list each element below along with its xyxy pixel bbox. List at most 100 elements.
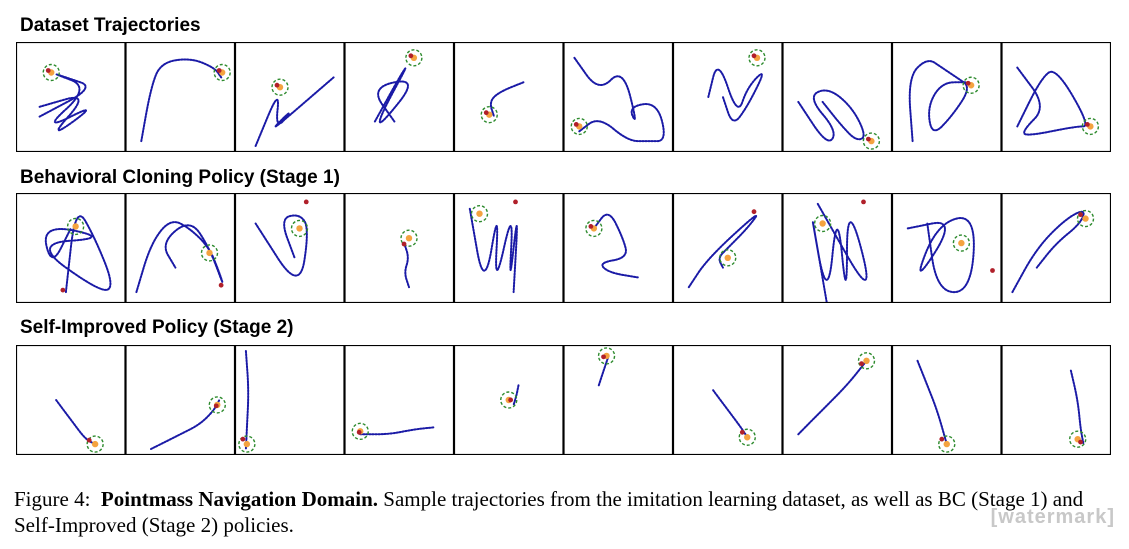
- panel-frame: [234, 42, 345, 152]
- goal-marker: [958, 239, 965, 247]
- trajectory-panel: [782, 42, 893, 152]
- trajectory-line-core: [812, 203, 868, 302]
- panel-frame: [782, 42, 893, 152]
- trajectory-line-core: [255, 214, 308, 277]
- panel-frame: [563, 42, 674, 152]
- panel-frame: [16, 345, 126, 455]
- trajectory-panel: [891, 345, 1002, 455]
- trajectory-panel: [453, 42, 564, 152]
- panel-frame: [782, 193, 893, 303]
- goal-marker: [243, 440, 251, 448]
- trajectory-line-core: [907, 217, 975, 293]
- start-marker: [45, 68, 51, 73]
- trajectory-line-core: [593, 214, 638, 279]
- trajectory-panels-dataset: [16, 42, 1111, 152]
- panel-frame: [234, 193, 345, 303]
- trajectory-panel: [453, 345, 564, 455]
- start-marker: [990, 268, 995, 273]
- goal-marker: [405, 235, 413, 242]
- panel-frame: [125, 345, 236, 455]
- start-marker: [513, 199, 518, 205]
- panel-frame: [344, 345, 455, 455]
- start-marker: [60, 287, 66, 293]
- start-marker: [939, 436, 945, 442]
- goal-marker: [296, 225, 303, 232]
- row-title-bc: Behavioral Cloning Policy (Stage 1): [20, 167, 340, 188]
- panel-frame: [1001, 345, 1111, 455]
- grid-bc-policy: [16, 193, 1111, 303]
- start-marker: [408, 53, 414, 59]
- goal-ring: [952, 234, 971, 252]
- goal-marker: [91, 440, 99, 448]
- goal-ring: [480, 105, 498, 124]
- goal-marker: [72, 223, 79, 230]
- figure-caption: Figure 4: Pointmass Navigation Domain. S…: [14, 486, 1119, 538]
- trajectory-line-core: [598, 355, 610, 386]
- panel-frame: [1001, 193, 1111, 303]
- goal-marker: [744, 434, 751, 441]
- row-title-dataset: Dataset Trajectories: [20, 15, 201, 36]
- goal-marker: [476, 210, 483, 217]
- start-marker: [573, 122, 579, 127]
- panel-frame: [1001, 42, 1111, 152]
- trajectory-line-core: [712, 389, 748, 438]
- panel-frame: [344, 42, 455, 152]
- goal-ring: [1081, 117, 1100, 136]
- trajectory-line-core: [707, 68, 763, 122]
- start-marker: [1078, 212, 1083, 218]
- trajectory-panel: [125, 345, 236, 455]
- trajectory-line-core: [374, 67, 409, 123]
- trajectory-panel: [672, 193, 783, 303]
- goal-ring: [1068, 430, 1087, 448]
- goal-ring: [938, 435, 956, 453]
- goal-ring: [405, 49, 423, 67]
- panel-frame: [563, 193, 674, 303]
- start-marker: [356, 429, 362, 435]
- panel-frame: [672, 345, 783, 455]
- start-marker: [739, 429, 745, 435]
- row-title-self-improved: Self-Improved Policy (Stage 2): [20, 317, 294, 338]
- trajectory-line-core: [245, 350, 249, 450]
- start-marker: [274, 82, 280, 88]
- panel-frame: [891, 345, 1002, 455]
- trajectory-line-core: [797, 89, 865, 142]
- goal-marker: [943, 440, 950, 448]
- trajectory-line-core: [512, 385, 520, 406]
- start-marker: [240, 436, 246, 442]
- trajectory-line-core: [916, 360, 948, 445]
- trajectory-line-core: [140, 58, 222, 142]
- goal-marker: [819, 220, 826, 227]
- trajectory-panel: [344, 193, 455, 303]
- goal-marker: [724, 254, 731, 261]
- start-marker: [965, 80, 971, 86]
- trajectory-panel: [782, 345, 893, 455]
- panel-frame: [125, 42, 236, 152]
- trajectory-panels-bc: [16, 193, 1111, 303]
- start-marker: [751, 53, 757, 59]
- start-marker: [601, 354, 606, 360]
- trajectory-line-core: [254, 76, 335, 147]
- trajectory-panel: [1001, 42, 1111, 152]
- start-marker: [859, 361, 864, 367]
- trajectory-panel: [1001, 193, 1111, 303]
- trajectory-line-core: [688, 215, 757, 288]
- trajectory-panel: [234, 345, 345, 455]
- trajectory-line-core: [1011, 211, 1085, 293]
- goal-ring: [962, 76, 980, 94]
- trajectory-panel: [16, 42, 126, 152]
- trajectory-panel: [125, 193, 236, 303]
- trajectory-panels-self-improved: [16, 345, 1111, 455]
- watermark: [watermark]: [990, 506, 1115, 528]
- goal-ring: [238, 435, 256, 453]
- trajectory-line-core: [573, 57, 665, 142]
- goal-ring: [862, 132, 881, 150]
- trajectory-line-core: [1016, 67, 1086, 136]
- trajectory-panel: [125, 42, 236, 152]
- start-marker: [303, 199, 309, 205]
- panel-frame: [125, 193, 236, 303]
- goal-marker: [863, 357, 870, 364]
- trajectory-line-core: [469, 208, 518, 293]
- caption-heading: Pointmass Navigation Domain.: [100, 487, 379, 511]
- panel-frame: [234, 345, 345, 455]
- panel-frame: [453, 193, 564, 303]
